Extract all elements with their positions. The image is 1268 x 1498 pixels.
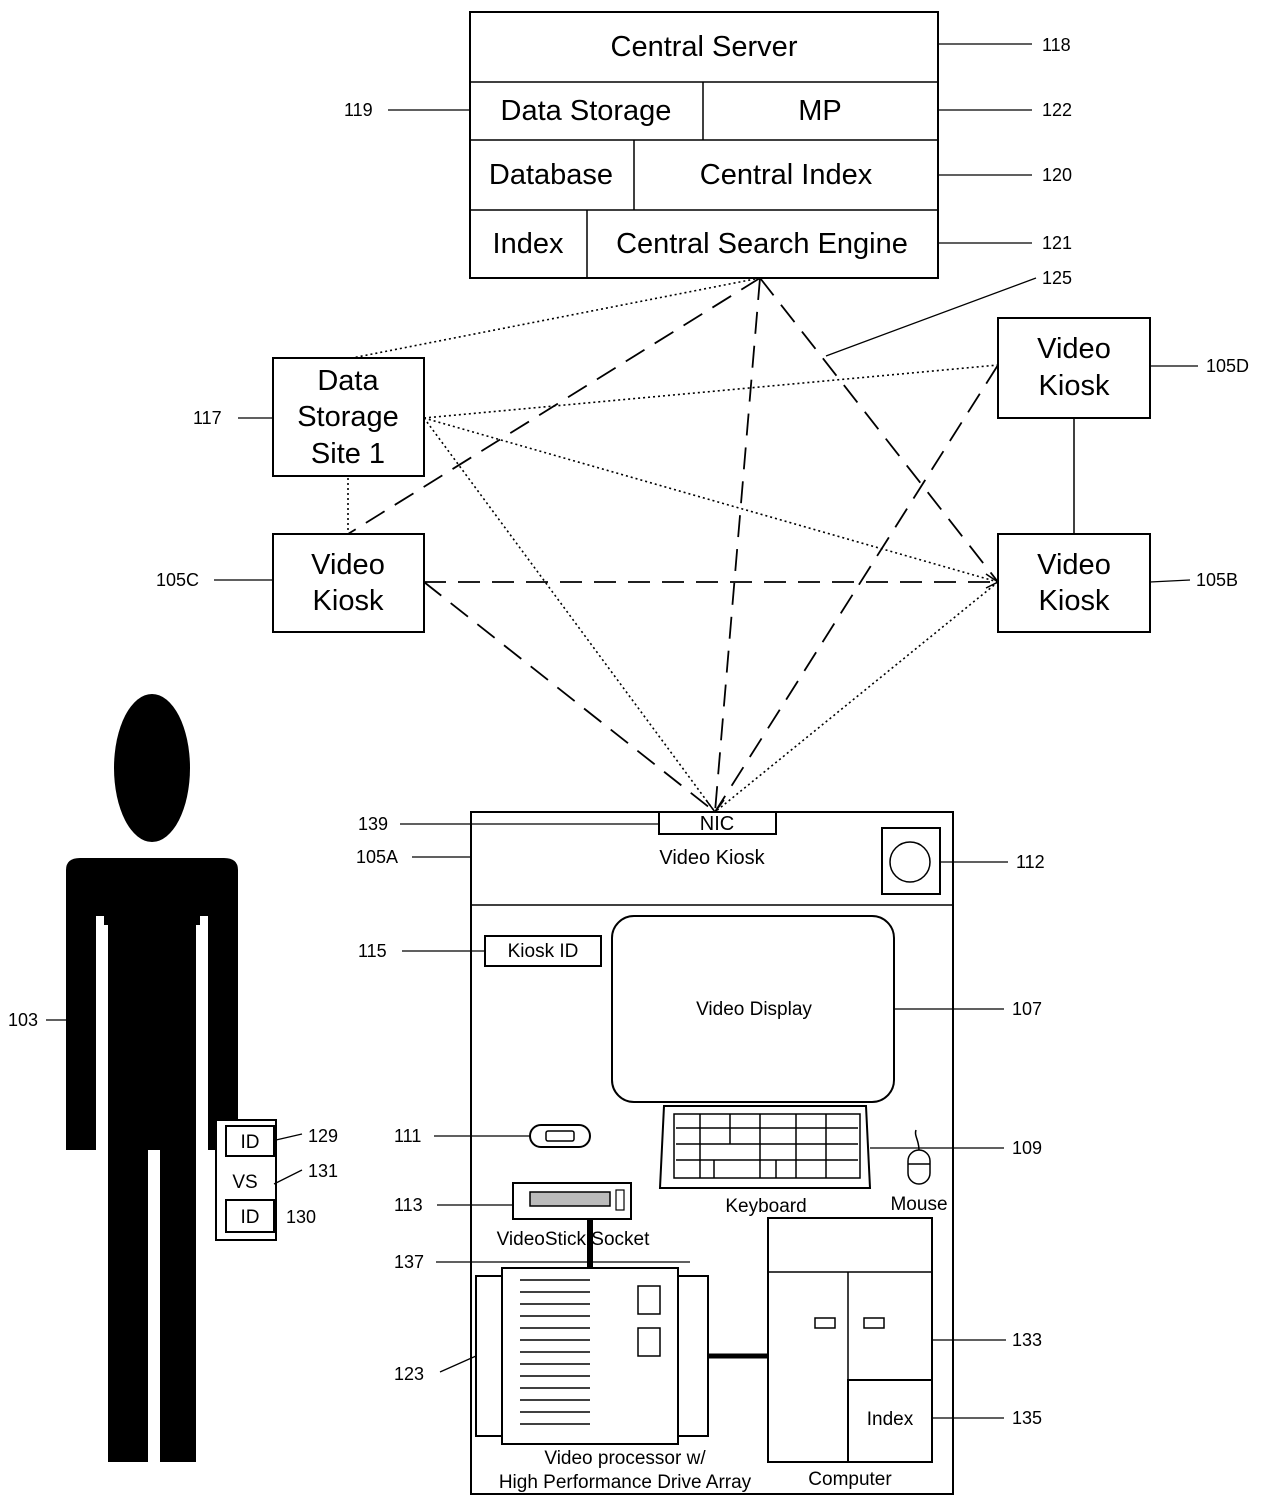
nic-label: NIC bbox=[700, 813, 734, 835]
person-silhouette bbox=[66, 694, 238, 1462]
video-kiosk-105b-line2: Kiosk bbox=[1039, 585, 1110, 617]
ref-112: 112 bbox=[1016, 852, 1045, 872]
ref-131: 131 bbox=[308, 1161, 338, 1181]
ref-133: 133 bbox=[1012, 1330, 1042, 1350]
link-server-datastorage bbox=[351, 277, 761, 359]
link-server-nic bbox=[714, 277, 761, 813]
ref-103: 103 bbox=[8, 1010, 38, 1030]
ref-121: 121 bbox=[1042, 233, 1072, 253]
video-kiosk-105a: NIC Video Kiosk Kiosk ID Video Display bbox=[470, 811, 954, 1495]
kiosk-id-label: Kiosk ID bbox=[508, 941, 579, 962]
ref-107: 107 bbox=[1012, 999, 1042, 1019]
computer-index-box bbox=[847, 1379, 933, 1463]
data-storage-site-line3: Site 1 bbox=[311, 438, 385, 470]
data-storage-label: Data Storage bbox=[501, 95, 672, 127]
ref-118: 118 bbox=[1042, 35, 1071, 55]
id-card-top-label: ID bbox=[241, 1132, 260, 1153]
videostick-socket-icon bbox=[512, 1182, 632, 1220]
index-label: Index bbox=[493, 228, 564, 260]
ref-111: 111 bbox=[394, 1126, 421, 1146]
computer-label: Computer bbox=[808, 1469, 892, 1490]
central-index-label: Central Index bbox=[700, 159, 873, 191]
computer-index-label: Index bbox=[867, 1409, 914, 1430]
ref-122: 122 bbox=[1042, 100, 1072, 120]
ref-125: 125 bbox=[1042, 268, 1072, 288]
ref-113: 113 bbox=[394, 1195, 423, 1215]
video-kiosk-105c: Video Kiosk bbox=[272, 533, 425, 633]
ref-129: 129 bbox=[308, 1126, 338, 1146]
id-card-vs-label: VS bbox=[232, 1172, 257, 1193]
id-card: ID VS ID bbox=[215, 1119, 277, 1241]
link-datastorage-105b bbox=[423, 417, 999, 583]
ref-137: 137 bbox=[394, 1252, 424, 1272]
video-processor-icon bbox=[475, 1267, 709, 1445]
reference-leaders bbox=[46, 43, 1198, 1419]
video-kiosk-105c-line1: Video bbox=[311, 549, 385, 581]
ref-105d: 105D bbox=[1206, 356, 1249, 376]
ref-109: 109 bbox=[1012, 1138, 1042, 1158]
link-server-105b bbox=[759, 277, 999, 583]
ref-139: 139 bbox=[358, 814, 388, 834]
video-kiosk-105b-line1: Video bbox=[1037, 549, 1111, 581]
nic-box bbox=[658, 811, 777, 835]
video-kiosk-105c-line2: Kiosk bbox=[313, 585, 384, 617]
mp-label: MP bbox=[798, 95, 842, 127]
videostick-socket-label: VideoStick Socket bbox=[497, 1229, 651, 1250]
link-server-105c bbox=[347, 277, 761, 535]
mouse-label: Mouse bbox=[890, 1194, 947, 1215]
ref-105a: 105A bbox=[356, 847, 398, 867]
ref-135: 135 bbox=[1012, 1408, 1042, 1428]
video-kiosk-105d-line1: Video bbox=[1037, 333, 1111, 365]
ref-115: 115 bbox=[358, 941, 387, 961]
ref-119: 119 bbox=[344, 100, 373, 120]
ref-120: 120 bbox=[1042, 165, 1072, 185]
video-kiosk-105b: Video Kiosk bbox=[997, 533, 1151, 633]
card-reader-icon bbox=[529, 1124, 591, 1148]
data-storage-site: Data Storage Site 1 bbox=[272, 357, 425, 477]
speaker-icon bbox=[889, 841, 931, 883]
link-datastorage-nic bbox=[423, 417, 716, 813]
link-105d-nic bbox=[714, 364, 999, 813]
video-kiosk-105d: Video Kiosk bbox=[997, 317, 1151, 419]
keyboard-icon bbox=[658, 1105, 872, 1189]
central-server-title: Central Server bbox=[611, 31, 798, 63]
link-datastorage-105d bbox=[423, 364, 999, 419]
link-105b-nic bbox=[714, 581, 999, 813]
video-processor-label-2: High Performance Drive Array bbox=[499, 1472, 752, 1493]
database-label: Database bbox=[489, 159, 613, 191]
computer-icon bbox=[767, 1217, 933, 1463]
data-storage-site-line2: Storage bbox=[297, 401, 399, 433]
id-card-bottom-label: ID bbox=[241, 1207, 260, 1228]
video-kiosk-105d-line2: Kiosk bbox=[1039, 370, 1110, 402]
ref-123: 123 bbox=[394, 1364, 424, 1384]
ref-130: 130 bbox=[286, 1207, 316, 1227]
data-storage-site-line1: Data bbox=[317, 365, 379, 397]
central-search-engine-label: Central Search Engine bbox=[616, 228, 908, 260]
video-processor-label-1: Video processor w/ bbox=[544, 1448, 706, 1469]
ref-105b: 105B bbox=[1196, 570, 1238, 590]
video-display-label: Video Display bbox=[696, 999, 812, 1020]
ref-117: 117 bbox=[193, 408, 222, 428]
network-connections bbox=[347, 277, 1075, 814]
link-105c-nic bbox=[423, 581, 716, 813]
reference-numerals: 118 119 122 120 121 125 117 105D 105C 10… bbox=[8, 35, 1249, 1428]
central-server: Central Server Data Storage MP Database … bbox=[469, 11, 939, 279]
ref-105c: 105C bbox=[156, 570, 199, 590]
keyboard-label: Keyboard bbox=[725, 1196, 806, 1217]
video-kiosk-title: Video Kiosk bbox=[659, 847, 765, 869]
